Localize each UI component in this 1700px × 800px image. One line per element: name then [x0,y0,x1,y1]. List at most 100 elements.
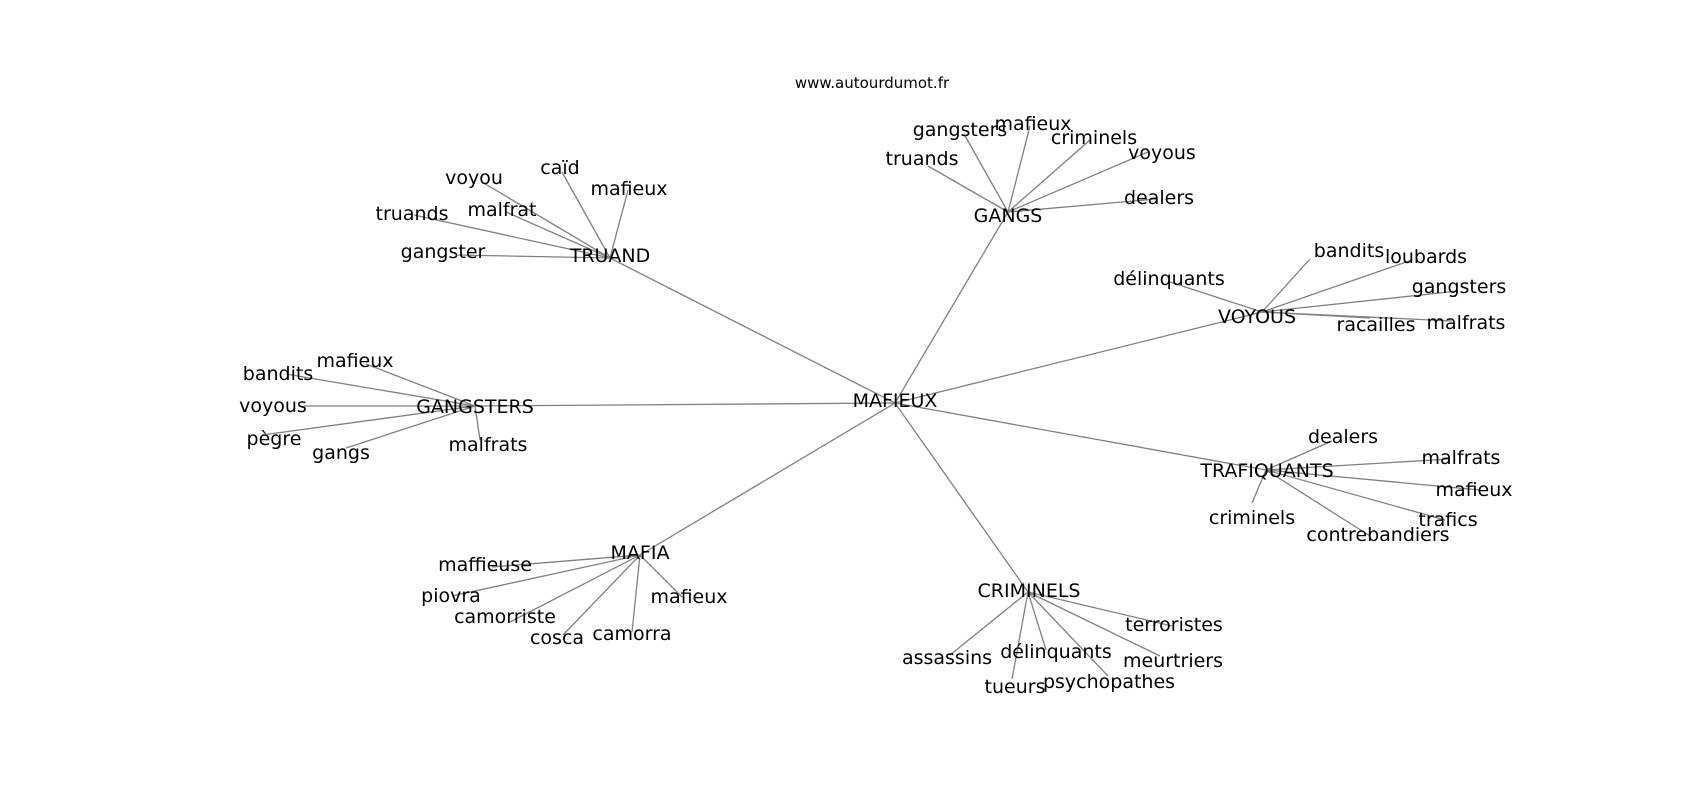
leaf-label[interactable]: trafics [1418,509,1477,531]
edge-gangsters-0 [365,363,476,407]
hub-label[interactable]: CRIMINELS [978,580,1081,602]
leaf-label[interactable]: mafieux [650,586,727,608]
edge-gangs-5 [1007,198,1158,213]
leaf-label[interactable]: mafieux [590,178,667,200]
edge-truand-4 [505,211,611,259]
edge-trafiquants-0 [1265,440,1333,471]
edge-gangs-4 [1007,151,1149,213]
labels-layer: www.autourdumot.fr TRUAND voyou caïd mafieu… [239,74,1512,698]
leaf-label[interactable]: contrebandiers [1306,524,1449,546]
edge-truand-0 [481,181,611,259]
edge-gangsters-4 [345,405,476,449]
leaf-label[interactable]: pègre [247,428,302,450]
edge-criminels-3 [1027,591,1161,657]
edge-truand-5 [457,254,611,259]
edge-mafia-5 [639,554,683,598]
leaf-label[interactable]: malfrats [1422,447,1501,469]
leaf-label[interactable]: malfrats [1427,312,1506,334]
edge-gangsters-3 [261,405,476,436]
leaf-label[interactable]: truands [886,148,959,170]
edge-center-gangsters [474,402,896,407]
leaf-label[interactable]: piovra [421,585,481,607]
edge-mafia-0 [491,554,641,568]
leaf-label[interactable]: gangster [401,241,486,263]
leaf-label[interactable]: racailles [1337,314,1416,336]
edge-mafia-1 [451,554,641,597]
edge-trafiquants-4 [1265,469,1446,521]
leaf-label[interactable]: dealers [1124,187,1194,209]
leaf-label[interactable]: dealers [1308,426,1378,448]
edge-trafiquants-3 [1251,469,1267,504]
leaf-label[interactable]: malfrats [449,434,528,456]
leaf-label[interactable]: voyous [239,395,307,417]
edge-voyous-3 [1261,290,1459,313]
leaf-label[interactable]: cosca [530,627,584,649]
edge-gangs-0 [963,133,1009,213]
leaf-label[interactable]: voyou [445,167,503,189]
leaf-label[interactable]: délinquants [1113,268,1225,290]
edge-voyous-0 [1169,281,1263,313]
edge-center-voyous [894,311,1263,404]
edge-trafiquants-2 [1265,469,1481,491]
leaf-label[interactable]: loubards [1385,246,1467,268]
leaf-label[interactable]: mafieux [994,113,1071,135]
edge-gangsters-5 [474,405,481,441]
hub-label[interactable]: TRUAND [569,245,651,267]
leaf-label[interactable]: camorriste [454,606,556,628]
hub-label[interactable]: GANGS [974,205,1043,227]
leaf-label[interactable]: maffieuse [438,554,532,576]
leaf-label[interactable]: mafieux [316,350,393,372]
edge-truand-2 [609,189,629,259]
edge-center-truand [609,257,896,404]
edge-gangs-3 [927,165,1009,213]
leaf-label[interactable]: criminels [1209,507,1295,529]
leaf-label[interactable]: tueurs [985,676,1046,698]
leaf-label[interactable]: criminels [1051,127,1137,149]
edge-center-gangs [894,211,1009,404]
leaf-label[interactable]: caïd [540,157,579,179]
leaf-label[interactable]: voyous [1128,142,1196,164]
edge-criminels-5 [1027,591,1109,677]
leaf-label[interactable]: psychopathes [1043,671,1175,693]
edge-trafiquants-5 [1265,469,1371,537]
leaf-label[interactable]: malfrat [467,199,536,221]
edge-mafia-3 [562,554,641,636]
edge-gangsters-1 [285,373,476,407]
edge-criminels-4 [1011,591,1029,680]
leaf-label[interactable]: gangsters [1412,276,1507,298]
hub-label[interactable]: MAFIA [611,542,670,564]
leaf-label[interactable]: assassins [902,647,992,669]
edge-criminels-0 [1027,591,1173,627]
leaf-label[interactable]: camorra [592,623,671,645]
edges-layer [261,125,1481,680]
leaf-label[interactable]: truands [376,203,449,225]
leaf-label[interactable]: gangs [312,442,370,464]
edge-center-criminels [894,402,1029,593]
edge-mafia-4 [631,554,641,633]
edge-truand-3 [413,214,611,259]
edge-criminels-2 [1027,591,1047,651]
edge-voyous-1 [1261,258,1311,313]
center-label[interactable]: MAFIEUX [853,390,938,412]
hub-label[interactable]: TRAFIQUANTS [1199,460,1333,482]
edge-voyous-5 [1261,311,1453,322]
hub-label[interactable]: VOYOUS [1218,306,1296,328]
edge-gangs-1 [1007,125,1031,213]
edge-center-trafiquants [894,402,1267,471]
leaf-label[interactable]: meurtriers [1123,650,1223,672]
edge-criminels-1 [949,591,1029,656]
leaf-label[interactable]: mafieux [1435,479,1512,501]
leaf-label[interactable]: gangsters [913,119,1008,141]
hub-label[interactable]: GANGSTERS [416,396,534,418]
source-label: www.autourdumot.fr [795,74,950,92]
leaf-label[interactable]: terroristes [1125,614,1223,636]
edge-center-mafia [639,402,896,556]
edge-truand-1 [561,171,611,259]
leaf-label[interactable]: bandits [243,363,313,385]
leaf-label[interactable]: bandits [1314,240,1384,262]
edge-voyous-2 [1261,259,1413,313]
edge-trafiquants-1 [1265,458,1451,471]
leaf-label[interactable]: délinquants [1000,641,1112,663]
edge-mafia-2 [509,554,641,623]
